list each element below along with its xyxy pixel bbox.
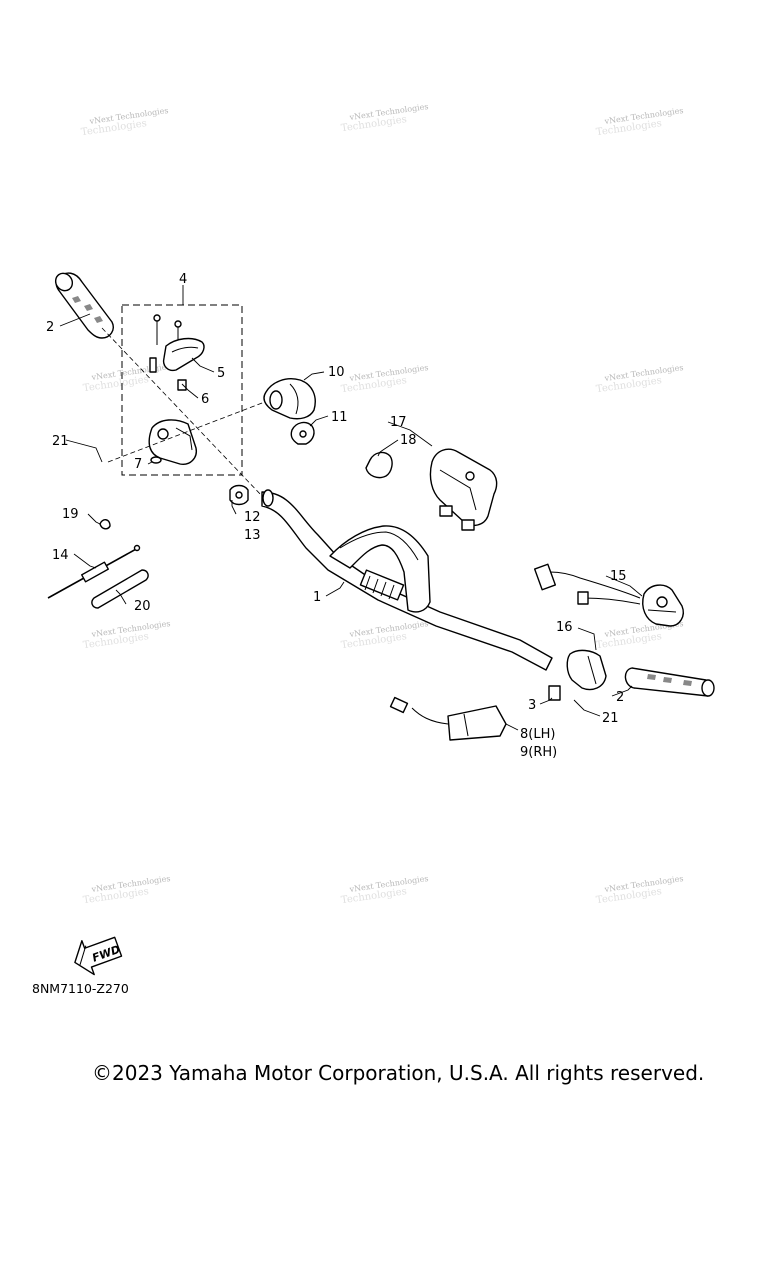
callout-label: 6 [201,392,209,407]
watermark: Technologies vNext Technologies [82,362,171,394]
callout-label: 16 [556,620,573,635]
watermark: Technologies vNext Technologies [595,874,684,906]
callout-label: 9(RH) [520,745,557,760]
leader-dashed [101,327,263,497]
callout-label: 18 [400,433,417,448]
clip-ring-18-part [365,451,393,479]
heater-8-9-part [389,696,507,741]
watermarks: Technologies vNext Technologies Technolo… [80,102,684,906]
collar-3-part [548,685,561,701]
watermark: Technologies vNext Technologies [595,363,684,395]
callout-label: 14 [52,548,69,563]
callout-label: 2 [46,320,54,335]
callout-label: 17 [390,415,407,430]
callout-label: 10 [328,365,345,380]
callout-label: 5 [217,366,225,381]
callout-label: 19 [62,507,79,522]
watermark: Technologies vNext Technologies [340,102,429,134]
right-grip-part [624,667,715,697]
assembly-box [121,304,243,476]
watermark: Technologies vNext Technologies [340,619,429,651]
spring-19-part [99,519,111,530]
throttle-16-part [566,649,607,691]
part-12 [229,484,249,506]
callout-label: 3 [528,698,536,713]
callout-label: 11 [331,410,348,425]
tube-20-part [91,569,149,609]
watermark: Technologies vNext Technologies [595,106,684,138]
watermark: Technologies vNext Technologies [80,106,169,138]
leader-lines [59,285,643,731]
callout-label: 13 [244,528,261,543]
watermark: Technologies vNext Technologies [82,874,171,906]
callout-label: 20 [134,599,151,614]
callout-label: 7 [134,457,142,472]
callout-label: 15 [610,569,627,584]
left-grip-part [54,272,114,339]
callout-label: 4 [179,272,187,287]
bracket-17-part [429,448,498,531]
callout-label: 2 [616,690,624,705]
watermark: Technologies vNext Technologies [82,619,171,651]
diagram-code: 8NM7110-Z270 [32,981,129,996]
callout-labels: 2 4 5 6 7 10 11 12 13 14 15 16 17 18 19 … [46,272,627,760]
copyright-notice: ©2023 Yamaha Motor Corporation, U.S.A. A… [92,1061,705,1085]
housing-10-part [263,378,316,420]
watermark: Technologies vNext Technologies [340,363,429,395]
watermark: Technologies vNext Technologies [340,874,429,906]
callout-label: 8(LH) [520,727,555,742]
callout-label: 21 [52,434,69,449]
fwd-arrow-icon: FWD [74,936,123,976]
switch-assembly-part [148,314,205,465]
part-11 [290,421,315,445]
callout-label: 1 [313,590,321,605]
callout-label: 12 [244,510,261,525]
handlebar-part [261,489,553,671]
cable-14-part [47,544,141,599]
callout-label: 21 [602,711,619,726]
leader-dashed [107,399,271,463]
switch-15-part [533,563,684,627]
